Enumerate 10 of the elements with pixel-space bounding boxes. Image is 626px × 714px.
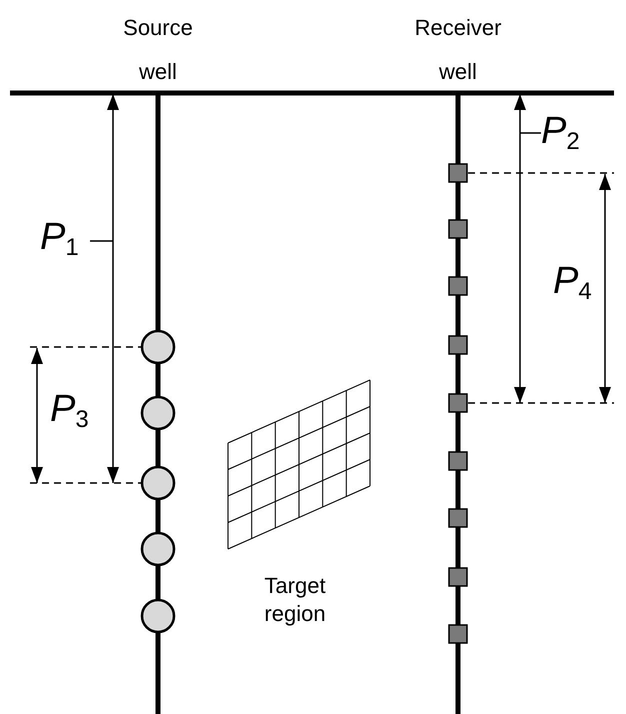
dimension-label: P$_{3}$ <box>50 390 90 428</box>
well-label: Source well <box>122 14 194 86</box>
dimension-label: P$_{1}$ <box>40 218 90 256</box>
dimension-label: P$_{2}$ <box>541 112 591 150</box>
well-label: Receiver well <box>414 14 502 86</box>
leader-line <box>90 240 113 242</box>
grid-drawing <box>228 380 370 550</box>
leader-line <box>520 132 541 134</box>
region-label: Target region <box>263 572 327 628</box>
dimension-label: P$_{4}$ <box>553 262 593 300</box>
